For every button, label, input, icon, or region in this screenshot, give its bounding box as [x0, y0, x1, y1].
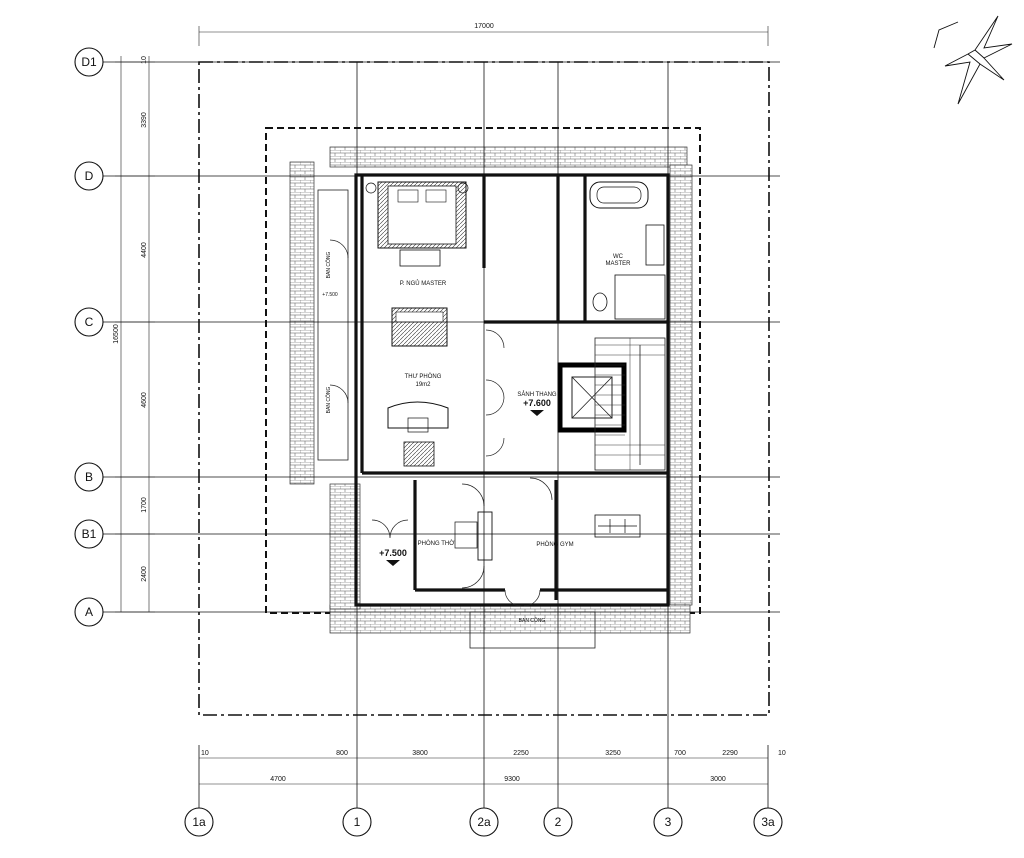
- axis-label-1a: 1a: [192, 815, 206, 829]
- bed: [365, 181, 469, 267]
- left-dim-1: 3390: [141, 112, 148, 128]
- left-dim-3: 4600: [141, 392, 148, 408]
- brick-walls: [289, 146, 693, 634]
- balcony-label-1: BAN CÔNG: [325, 252, 332, 279]
- library-furniture: [387, 307, 449, 467]
- stair: [594, 337, 666, 471]
- bottom-total-2: 3000: [710, 776, 726, 783]
- axis-label-D1: D1: [81, 55, 97, 69]
- axis-label-D: D: [85, 169, 94, 183]
- left-dim-4: 1700: [141, 497, 148, 513]
- bottom-dim-0: 10: [201, 750, 209, 757]
- room-labels: P. NGỦ MASTER THƯ PHÒNG 19m2 SẢNH THANG …: [322, 252, 631, 624]
- gym-equipment: [594, 514, 641, 538]
- left-total-dim: 16500: [113, 324, 120, 344]
- axis-label-C: C: [85, 315, 94, 329]
- balcony-label-2: BAN CÔNG: [325, 387, 332, 414]
- left-dim-0: 10: [141, 56, 148, 64]
- library-label: THƯ PHÒNG: [405, 373, 442, 380]
- axis-label-2: 2: [555, 815, 562, 829]
- axis-label-1: 1: [354, 815, 361, 829]
- gym-label: PHÒNG GYM: [536, 541, 573, 548]
- top-total-dim: 17000: [474, 23, 494, 30]
- master-bedroom-label: P. NGỦ MASTER: [400, 280, 447, 287]
- doors: [329, 239, 553, 607]
- north-arrow-icon: [933, 15, 1013, 105]
- axis-label-3a: 3a: [761, 815, 775, 829]
- bottom-dim-5: 700: [674, 750, 686, 757]
- bathroom-fixtures: [589, 181, 666, 320]
- axis-label-B1: B1: [82, 527, 97, 541]
- bottom-dimensions: 10 800 3800 2250 3250 700 2290 10 4700 9…: [199, 750, 786, 785]
- library-area-label: 19m2: [415, 382, 431, 388]
- axis-label-B: B: [85, 470, 93, 484]
- wc-label-2: MASTER: [605, 261, 631, 267]
- bottom-dim-4: 3250: [605, 750, 621, 757]
- bottom-dim-2: 3800: [412, 750, 428, 757]
- left-dim-2: 4400: [141, 242, 148, 258]
- column-axis-bubbles: 1a 1 2a 2 3 3a: [184, 807, 783, 837]
- bottom-dim-6: 2290: [722, 750, 738, 757]
- bottom-dim-7: 10: [778, 750, 786, 757]
- wc-label-1: WC: [613, 254, 624, 260]
- axis-label-2a: 2a: [477, 815, 491, 829]
- left-dimensions: 16500 10 3390 4400 4600 1700 2400: [113, 56, 155, 613]
- hall-level: +7.600: [523, 398, 551, 408]
- bottom-dim-1: 800: [336, 750, 348, 757]
- bottom-total-0: 4700: [270, 776, 286, 783]
- prayer-room-label: PHÒNG THỜ: [418, 540, 455, 547]
- balcony-level: +7.500: [322, 292, 338, 298]
- left-dim-5: 2400: [141, 566, 148, 582]
- axis-label-A: A: [85, 605, 93, 619]
- row-axis-bubbles: D1 D C B B1 A: [74, 47, 104, 627]
- axis-label-3: 3: [665, 815, 672, 829]
- axis-lines: [103, 61, 780, 808]
- stair-hall-label: SẢNH THANG: [517, 391, 557, 398]
- balcony-label-3: BAN CÔNG: [519, 617, 546, 624]
- bottom-total-1: 9300: [504, 776, 520, 783]
- top-dimension: 17000: [198, 23, 769, 46]
- bottom-dim-3: 2250: [513, 750, 529, 757]
- prayer-level: +7.500: [379, 548, 407, 558]
- altar: [454, 511, 493, 561]
